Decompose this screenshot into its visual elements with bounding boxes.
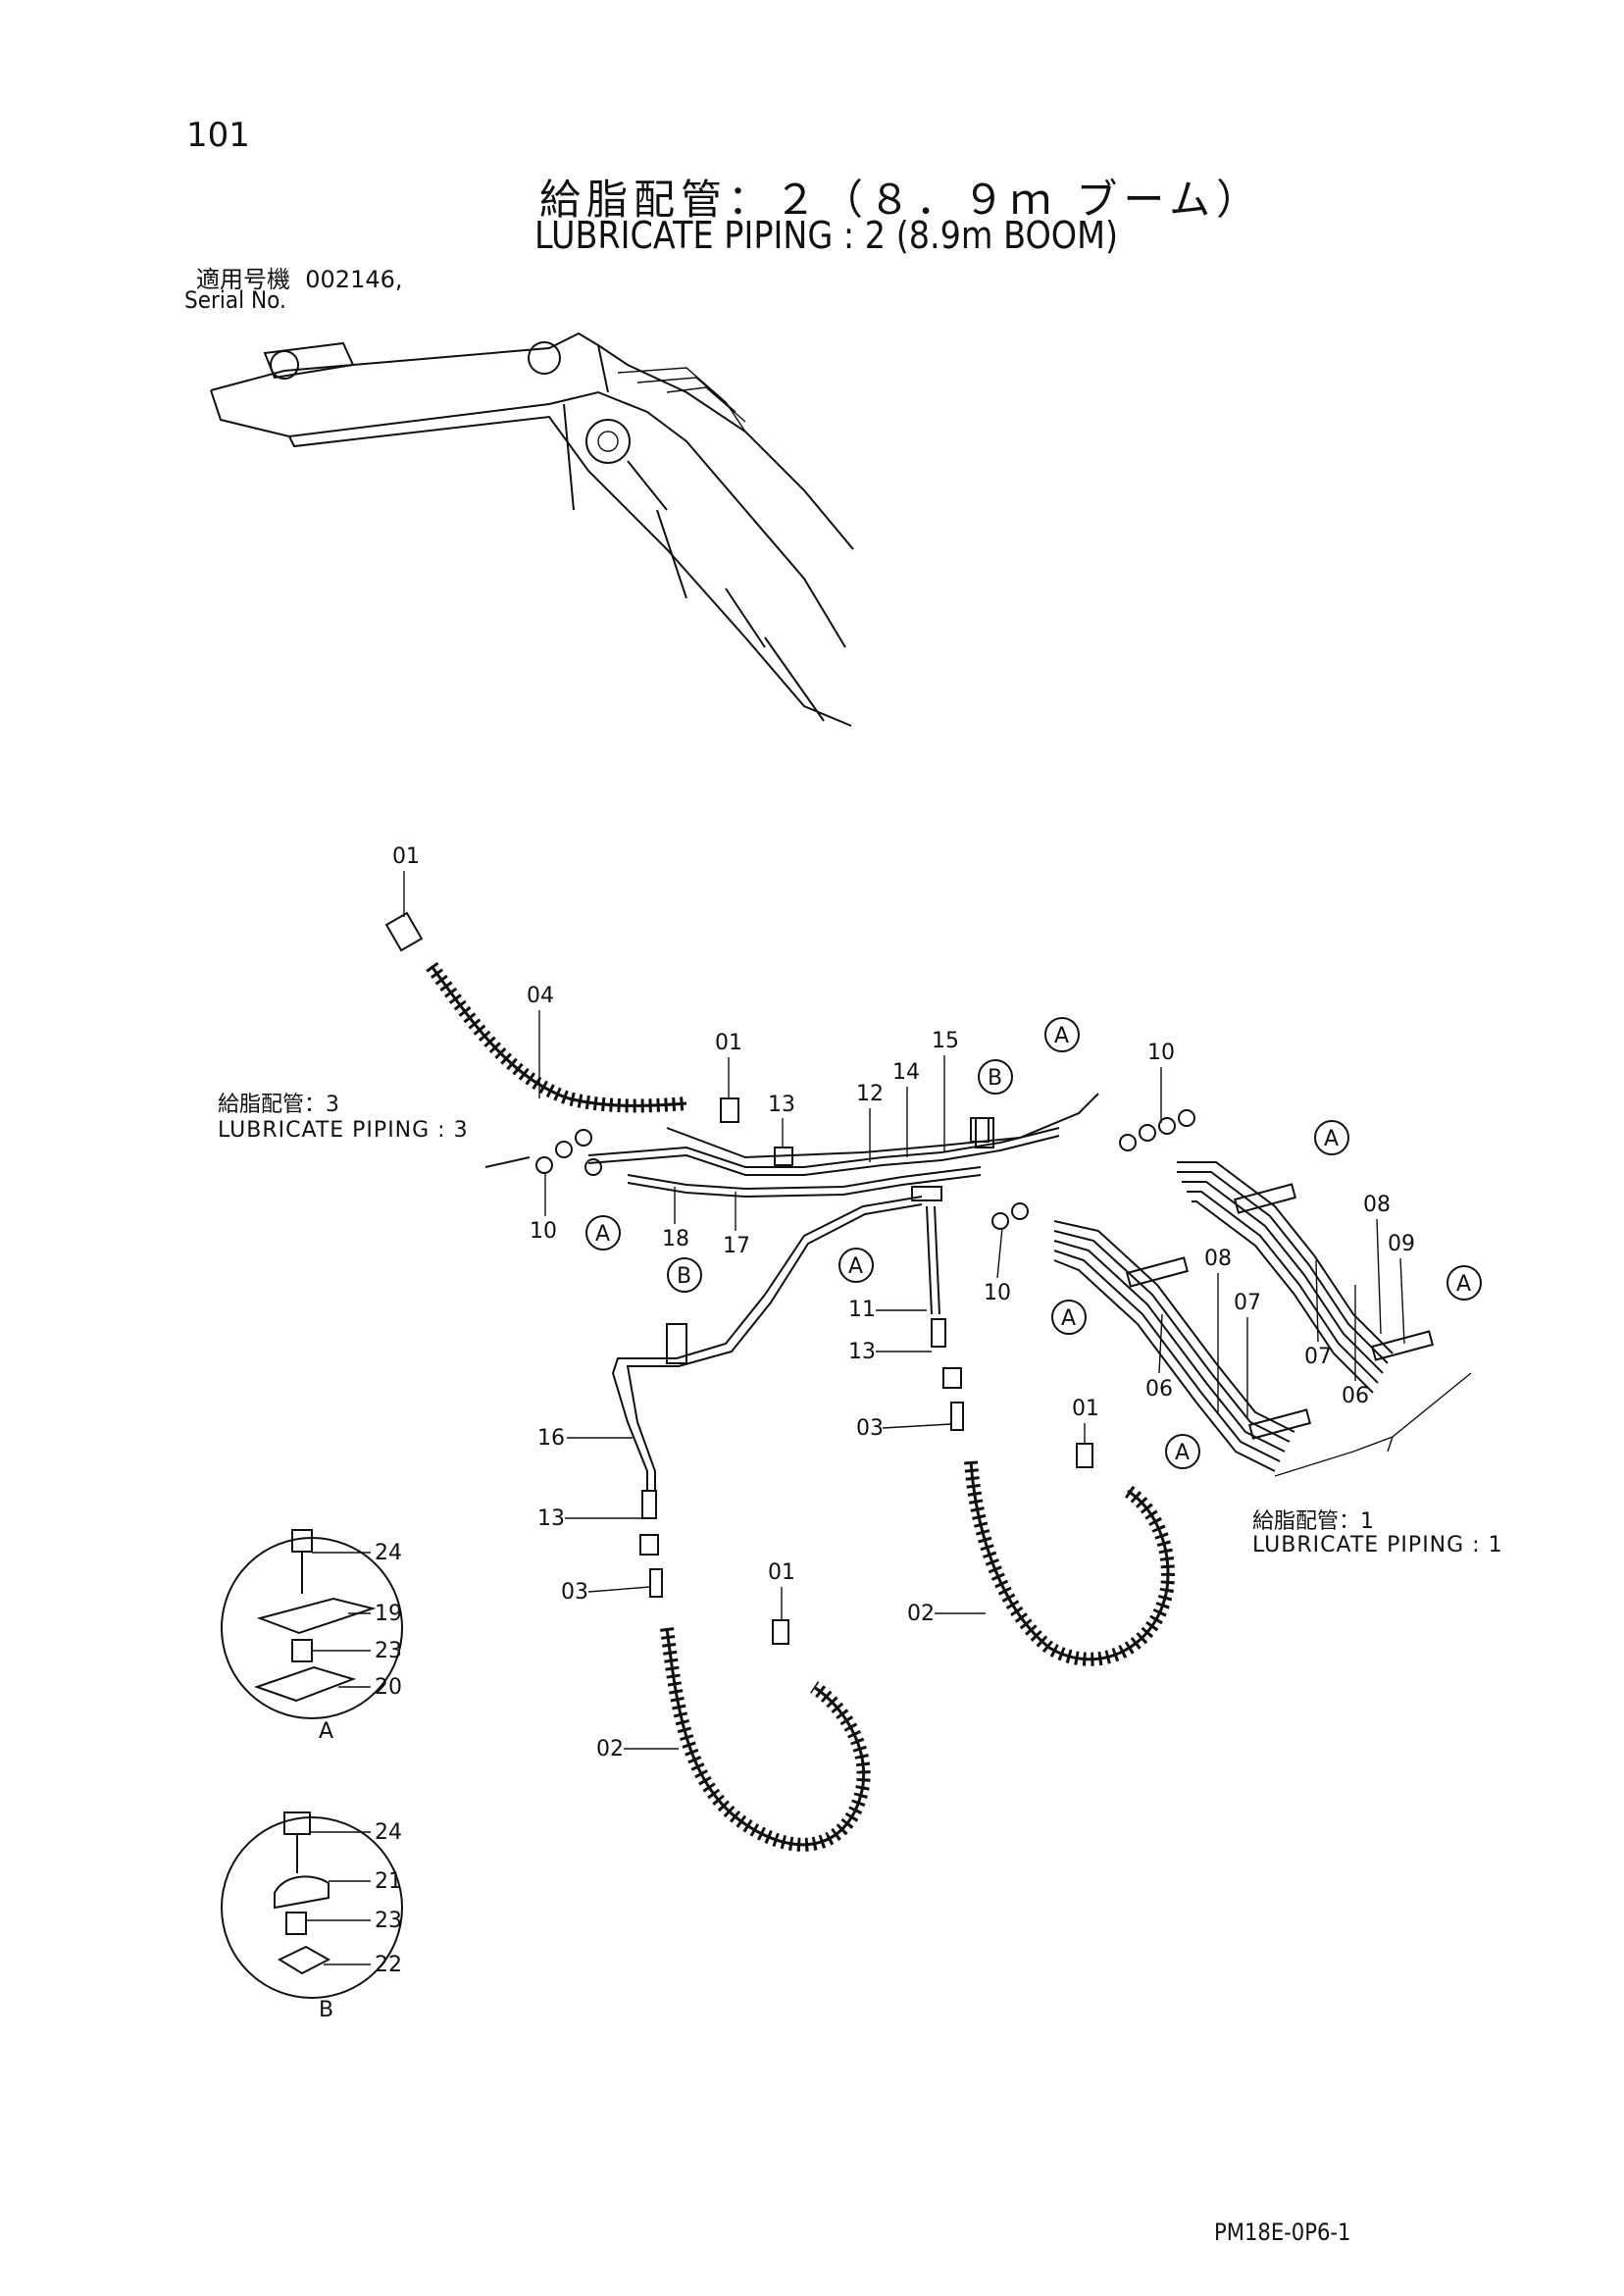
callout-B-2: B (667, 1257, 702, 1293)
serial-label-japanese: 適用号機 002146, (196, 260, 403, 294)
part-label-09: 09 (1388, 1232, 1415, 1256)
svg-text:A: A (848, 1254, 863, 1279)
callout-markers: A B A A B A A A A (585, 1017, 1482, 1469)
part-label-17: 17 (723, 1234, 750, 1258)
callout-A-3: A (585, 1215, 621, 1250)
part-label-01: 01 (768, 1560, 795, 1585)
detail-view-A (221, 1529, 403, 1719)
detail-a-label-23: 23 (375, 1639, 402, 1663)
svg-text:B: B (677, 1264, 691, 1289)
svg-text:A: A (1456, 1272, 1471, 1297)
svg-text:A: A (1061, 1306, 1076, 1331)
detail-b-label-24: 24 (375, 1820, 402, 1845)
svg-text:A: A (595, 1222, 610, 1247)
part-number-labels: 01 04 01 13 12 14 15 10 10 18 17 10 11 1… (306, 844, 1415, 2022)
title-japanese: 給脂配管：２（８．９ｍ ブーム） (539, 176, 1264, 224)
callout-A-7: A (1165, 1434, 1200, 1469)
part-label-02: 02 (596, 1737, 624, 1761)
part-label-02: 02 (907, 1602, 935, 1626)
part-label-18: 18 (662, 1227, 689, 1251)
part-label-01: 01 (1072, 1397, 1099, 1421)
svg-text:A: A (1324, 1127, 1339, 1151)
part-label-13: 13 (537, 1506, 565, 1531)
part-label-06: 06 (1342, 1384, 1369, 1408)
part-label-07: 07 (1234, 1291, 1261, 1315)
ref-piping-1-jp: 給脂配管：1 (1252, 1509, 1374, 1534)
detail-b-name: B (319, 1998, 333, 2022)
callout-A-2: A (1314, 1120, 1349, 1155)
part-label-10: 10 (530, 1219, 557, 1244)
serial-label-english: Serial No. (184, 286, 286, 314)
callout-A-6: A (1446, 1265, 1482, 1301)
detail-view-B (221, 1811, 403, 1999)
part-label-13: 13 (848, 1340, 876, 1364)
serial-label-jp: 適用号機 (196, 266, 290, 293)
boom-overview-illustration (210, 332, 854, 727)
part-label-16: 16 (537, 1426, 565, 1451)
part-label-15: 15 (932, 1029, 959, 1053)
lubricate-piping-assembly (384, 911, 1472, 1852)
ref-piping-1-en: LUBRICATE PIPING : 1 (1252, 1533, 1503, 1557)
document-code: PM18E-0P6-1 (1214, 2219, 1351, 2246)
detail-b-label-21: 21 (375, 1869, 402, 1894)
ref-piping-3-jp: 給脂配管：3 (218, 1093, 339, 1117)
detail-a-label-24: 24 (375, 1541, 402, 1565)
ref-piping-3-en: LUBRICATE PIPING : 3 (218, 1118, 469, 1143)
part-label-03: 03 (561, 1580, 588, 1605)
detail-b-label-22: 22 (375, 1953, 402, 1977)
part-label-11: 11 (848, 1298, 876, 1322)
detail-a-label-20: 20 (375, 1675, 402, 1700)
part-label-10: 10 (984, 1281, 1011, 1305)
part-label-08: 08 (1204, 1247, 1232, 1271)
serial-value: 002146, (305, 266, 403, 293)
svg-text:A: A (1054, 1024, 1069, 1048)
part-label-14: 14 (892, 1060, 920, 1085)
title-english: LUBRICATE PIPING : 2 (8.9m BOOM) (534, 214, 1119, 257)
callout-A-4: A (838, 1248, 874, 1283)
page-number: 101 (186, 116, 250, 155)
part-label-01: 01 (392, 844, 420, 869)
part-label-04: 04 (527, 984, 554, 1008)
part-label-13: 13 (768, 1093, 795, 1117)
detail-a-label-19: 19 (375, 1602, 402, 1626)
part-label-06: 06 (1145, 1377, 1173, 1402)
part-label-07: 07 (1304, 1345, 1332, 1369)
part-label-10: 10 (1147, 1041, 1175, 1065)
detail-b-label-23: 23 (375, 1909, 402, 1933)
detail-a-name: A (319, 1719, 333, 1744)
part-label-03: 03 (856, 1416, 884, 1441)
part-label-12: 12 (856, 1082, 884, 1106)
svg-text:A: A (1175, 1441, 1190, 1465)
callout-B-1: B (978, 1059, 1013, 1095)
svg-text:B: B (988, 1066, 1002, 1091)
part-label-08: 08 (1363, 1193, 1391, 1217)
part-label-01: 01 (715, 1031, 742, 1055)
callout-A-5: A (1051, 1300, 1087, 1335)
callout-A-1: A (1044, 1017, 1080, 1052)
